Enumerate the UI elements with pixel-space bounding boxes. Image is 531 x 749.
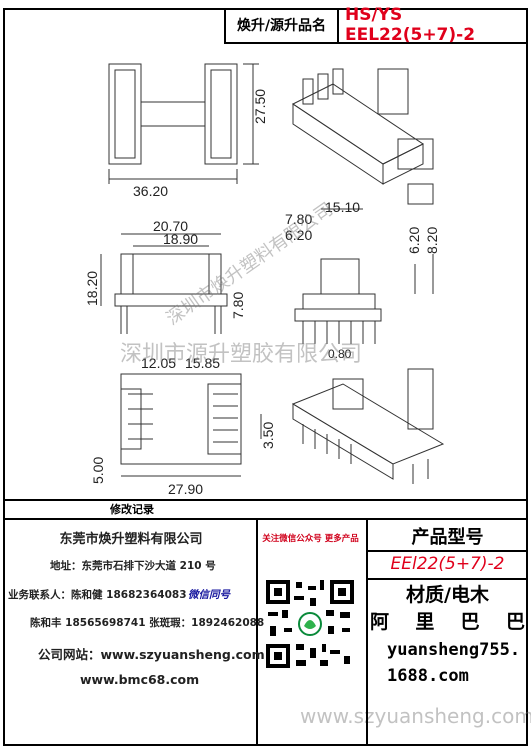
- product-title: 产品型号: [411, 527, 484, 548]
- dim-right-h2: 6.20: [285, 227, 312, 243]
- store-url-line2: 1688.com: [387, 666, 469, 686]
- dim-side-h1: 18.20: [84, 271, 100, 306]
- dim-right-v2: 8.20: [424, 227, 440, 254]
- revision-label: 修改记录: [110, 503, 154, 516]
- dim-right-h1: 7.80: [285, 211, 312, 227]
- dim-side-w2: 18.90: [163, 231, 198, 247]
- watermark-center: 深圳市源升塑胶有限公司: [120, 342, 363, 367]
- technical-drawing: 36.20 27.50 20.70 18.90 18.20 7.80 15.10…: [84, 63, 445, 497]
- bottom-view: [120, 373, 262, 477]
- product-model: EEl22(5+7)-2: [390, 554, 505, 574]
- top-view-core: [140, 101, 206, 127]
- dim-right-v1: 6.20: [406, 227, 422, 254]
- alibaba-char: 阿: [370, 611, 390, 633]
- alibaba-label: 阿 里 巴 巴: [370, 607, 525, 633]
- dim-bot-h2: 5.00: [90, 457, 106, 484]
- dim-top-width: 36.20: [133, 183, 168, 199]
- dim-bot-w2: 15.85: [185, 355, 220, 371]
- company-website2[interactable]: www.bmc68.com: [80, 672, 200, 687]
- dim-right-w: 15.10: [325, 199, 360, 215]
- company-name: 东莞市焕升塑料有限公司: [59, 532, 203, 547]
- alibaba-char: 巴: [505, 611, 525, 633]
- store-url-line1: yuansheng755.: [387, 640, 521, 660]
- dim-top-height: 27.50: [252, 89, 268, 124]
- company-address: 地址：东莞市石排下沙大道 210 号: [50, 560, 216, 572]
- dim-pin-small: 0.80: [328, 347, 352, 361]
- product-material: 材质/电木: [406, 583, 489, 606]
- iso-view-top: [292, 68, 434, 205]
- dim-bot-h1: 3.50: [260, 422, 276, 449]
- company-contact1: 业务联系人：陈和健 18682364083: [8, 589, 187, 601]
- dim-bot-w3: 27.90: [168, 481, 203, 497]
- company-website[interactable]: 公司网站：www.szyuansheng.com: [38, 647, 265, 662]
- iso-view-bottom: [291, 368, 445, 484]
- page-frame: [3, 8, 528, 746]
- watermark-bottom: www.szyuansheng.com: [300, 704, 531, 728]
- qr-caption: 关注微信公众号 更多产品: [262, 534, 359, 544]
- dim-bot-w1: 12.05: [141, 355, 176, 371]
- product-name-value: HS/YS EEL22(5+7)-2: [339, 5, 528, 45]
- alibaba-char: 巴: [460, 611, 480, 633]
- company-contact2: 陈和丰 18565698741 张斑瑕：18924620883: [30, 617, 272, 629]
- alibaba-char: 里: [415, 611, 435, 633]
- top-view-right-flange: [204, 63, 238, 165]
- front-view: [294, 208, 434, 344]
- wechat-note: 微信同号: [188, 589, 230, 601]
- product-name-label: 焕升/源升品名: [224, 8, 339, 44]
- side-view: [100, 233, 228, 334]
- dim-side-h2: 7.80: [230, 292, 246, 319]
- store-url[interactable]: yuansheng755. 1688.com: [367, 637, 528, 689]
- dim-side-w1: 20.70: [153, 218, 188, 234]
- qr-code: [264, 578, 356, 670]
- top-view-left-flange: [108, 63, 142, 165]
